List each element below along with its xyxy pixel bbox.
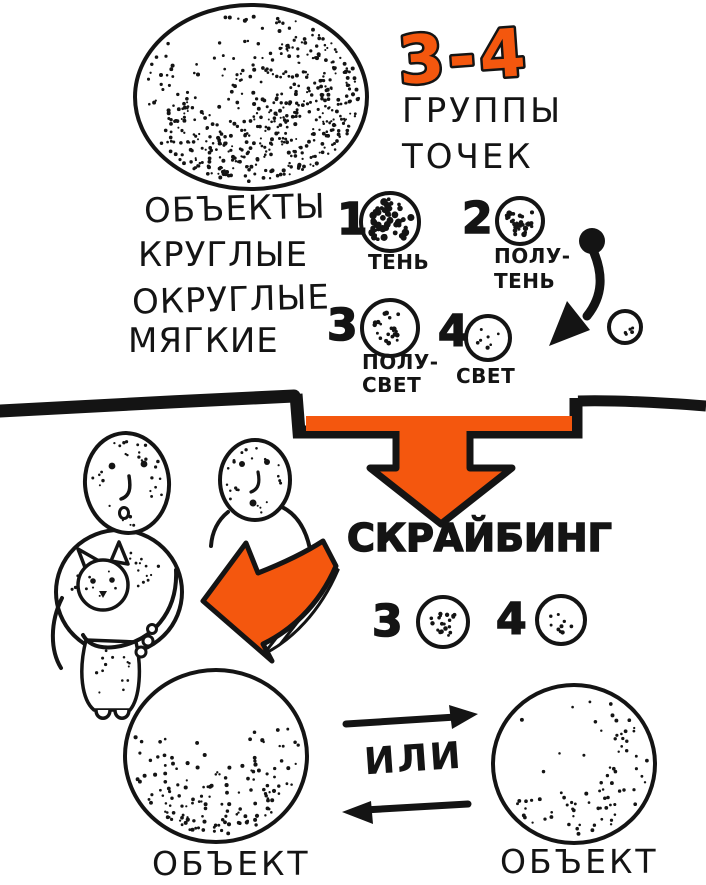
dot-group-count: 3-4 bbox=[396, 14, 532, 100]
halfshadow-dot-circle bbox=[495, 196, 545, 246]
down-arrow-icon bbox=[306, 416, 572, 528]
hook-arrow-icon bbox=[200, 538, 340, 664]
property-line-4: МЯГКИЕ bbox=[128, 321, 279, 361]
group-3-label-line2: СВЕТ bbox=[362, 373, 422, 397]
kept-group-4-number: 4 bbox=[495, 594, 527, 645]
halflight-dot-circle bbox=[360, 298, 420, 358]
left-object-label: ОБЪЕКТ bbox=[152, 844, 311, 883]
curved-arrow-icon bbox=[549, 228, 605, 346]
kept-group-3-circle bbox=[416, 595, 470, 649]
group-3-label-line1: ПОЛУ- bbox=[362, 350, 439, 374]
kept-group-4-circle bbox=[535, 594, 587, 646]
kept-group-3-number: 3 bbox=[371, 596, 403, 647]
group-2-label-line1: ПОЛУ- bbox=[494, 244, 571, 268]
group-2-label-line2: ТЕНЬ bbox=[494, 269, 556, 293]
scribing-title: СКРАЙБИНГ bbox=[346, 516, 612, 560]
person-two-illustration bbox=[209, 438, 312, 551]
cat-illustration bbox=[76, 540, 142, 720]
right-object-label: ОБЪЕКТ bbox=[500, 842, 659, 881]
left-object-sphere bbox=[123, 668, 309, 844]
light-dot-circle bbox=[464, 314, 512, 362]
group-4-number: 4 bbox=[437, 306, 469, 357]
header-title-line1: ГРУППЫ bbox=[402, 91, 564, 131]
group-3-number: 3 bbox=[326, 300, 358, 351]
header-title-line2: ТОЧЕК bbox=[402, 137, 534, 177]
or-label: ИЛИ bbox=[362, 733, 465, 784]
shadow-dot-circle bbox=[359, 191, 421, 253]
group-2-number: 2 bbox=[461, 193, 493, 244]
right-object-sphere bbox=[491, 683, 657, 845]
person-with-cat-illustration bbox=[50, 431, 184, 720]
right-arrow-icon bbox=[342, 705, 478, 729]
result-dot-circle bbox=[607, 309, 643, 345]
property-line-1: ОБЪЕКТЫ bbox=[143, 186, 327, 232]
group-1-label: ТЕНЬ bbox=[368, 250, 430, 274]
group-1-number: 1 bbox=[336, 194, 368, 245]
group-4-label: СВЕТ bbox=[456, 364, 516, 388]
left-arrow-icon bbox=[342, 800, 472, 824]
property-line-3: ОКРУГЛЫЕ bbox=[131, 277, 331, 323]
shaded-sphere-illustration bbox=[133, 3, 369, 191]
property-line-2: КРУГЛЫЕ bbox=[138, 235, 309, 275]
